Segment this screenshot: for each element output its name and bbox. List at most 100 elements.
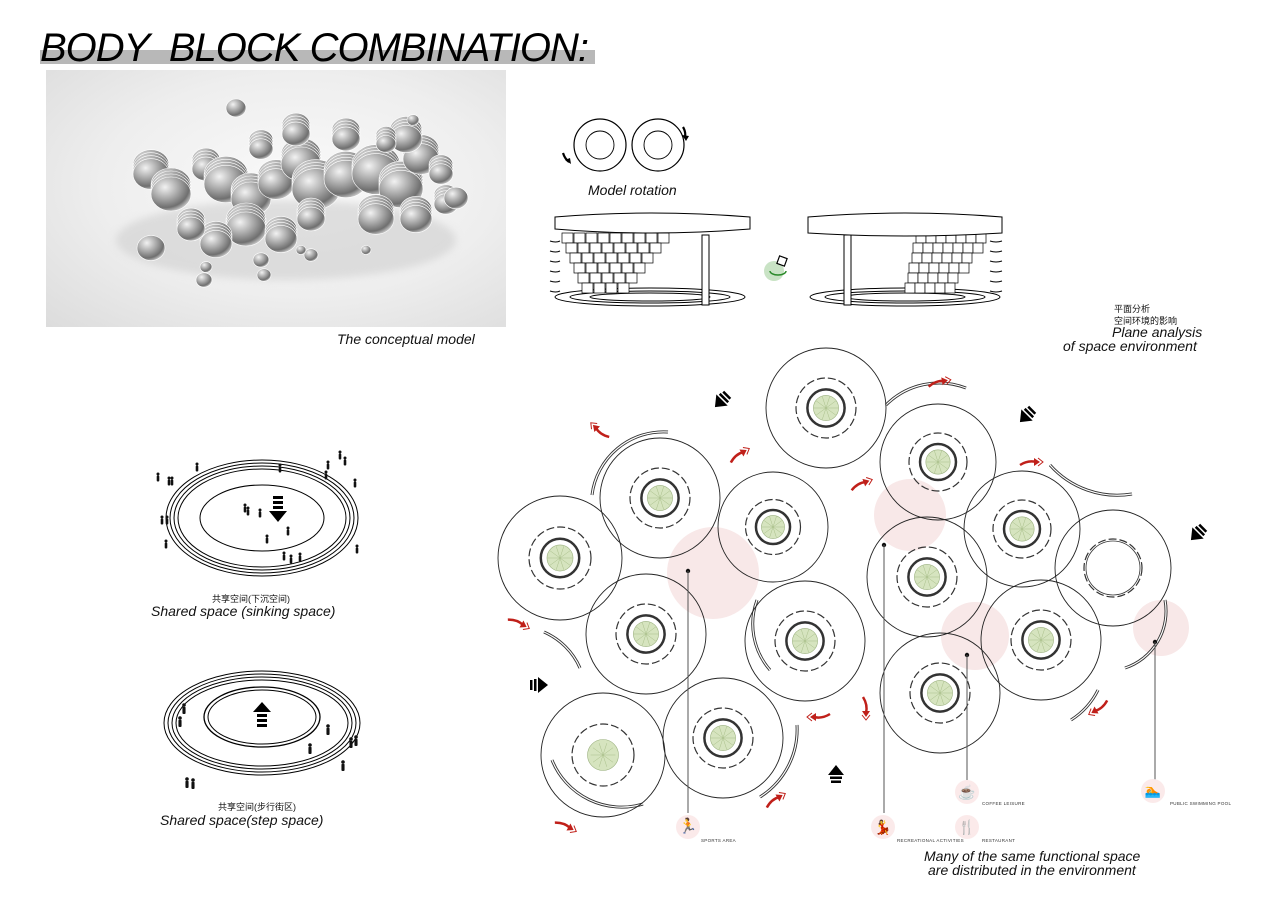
conceptual-model-caption: The conceptual model [337, 331, 475, 347]
metal-disc [296, 206, 326, 232]
rotate-3d-icon[interactable] [764, 255, 788, 281]
metal-disc [295, 245, 307, 255]
metal-disc [281, 121, 311, 147]
pod-outer-ring [963, 470, 1081, 588]
pod [879, 632, 1001, 754]
metal-disc [428, 163, 454, 185]
pod-outer-ring [599, 437, 721, 559]
entrance-arrow-icon [1190, 523, 1208, 541]
pod-inner-ring [992, 499, 1052, 559]
pod-inner-ring [795, 377, 857, 439]
entrance-arrow-icon [1019, 405, 1037, 423]
section-drawings [549, 212, 1003, 307]
stack-block [633, 262, 646, 274]
person-figure [286, 529, 290, 536]
person-figure [343, 459, 347, 466]
stack-block [972, 242, 984, 254]
pod [599, 437, 721, 559]
pod [1054, 509, 1172, 627]
person-figure [182, 706, 186, 714]
section-right [807, 212, 1003, 307]
red-circulation-arrow [729, 447, 750, 464]
metal-disc [176, 216, 206, 242]
metal-disc [357, 203, 395, 235]
step-space-caption: Shared space(step space) [160, 812, 324, 828]
metal-disc [195, 272, 213, 288]
stack-block [958, 262, 970, 274]
person-figure [338, 453, 342, 460]
red-circulation-arrow [554, 821, 577, 833]
pod-inner-ring [615, 603, 677, 665]
metal-disc [248, 138, 274, 160]
person-figure [246, 509, 250, 516]
stack-block [944, 282, 956, 294]
step-space-cn: 共享空间(步行街区) [218, 802, 296, 812]
ring-clockwise [631, 118, 689, 172]
person-figure [160, 518, 164, 525]
person-figure [195, 465, 199, 472]
pod-inner-ring [896, 546, 958, 608]
metallic-blob-cluster [116, 98, 469, 288]
pod-inner-ring [571, 723, 635, 787]
pod-core-ring [703, 718, 743, 758]
function-zone [941, 602, 1009, 670]
pod-inner-ring [692, 707, 754, 769]
pod-outer-ring [1054, 509, 1172, 627]
stack-block [593, 282, 606, 294]
red-circulation-arrow [590, 422, 610, 439]
rotation-rings [561, 118, 689, 172]
stack-block [581, 282, 594, 294]
metal-disc [150, 176, 192, 212]
person-figure [258, 511, 262, 518]
entrance-arrows [530, 390, 1208, 783]
metal-disc [443, 186, 469, 210]
up-arrow-icon [253, 702, 271, 727]
pod [879, 403, 997, 521]
path-arc [884, 381, 967, 407]
sinking-space-diagram [156, 450, 359, 577]
metal-disc [256, 268, 272, 282]
sports-runner-icon: 🏃 [676, 815, 700, 839]
people-figures [156, 450, 359, 564]
pod-inner-ring [1010, 609, 1072, 671]
person-figure [191, 781, 195, 789]
people-figures [178, 703, 358, 789]
fork-knife-icon: 🍴 [955, 815, 979, 839]
person-figure [341, 763, 345, 771]
swimming-pool-icon: 🏊 [1141, 779, 1165, 803]
red-circulation-arrow [927, 376, 952, 388]
plane-analysis-en-1: Plane analysis [1112, 324, 1203, 340]
metal-disc [303, 248, 319, 262]
legend-label: RECREATIONAL ACTIVITIES [897, 838, 964, 843]
metal-disc [199, 230, 233, 258]
pod-inner-ring [774, 610, 836, 672]
down-arrow-icon [269, 496, 287, 522]
pod-inner-ring [629, 467, 691, 529]
pod-core-ring [918, 442, 958, 482]
pod-core-ring [806, 388, 846, 428]
person-figure [178, 719, 182, 727]
metal-disc [252, 252, 270, 268]
pod-core-ring [1002, 509, 1042, 549]
plane-analysis-en-2: of space environment [1063, 338, 1197, 354]
sinking-space-cn: 共享空间(下沉空间) [212, 594, 290, 604]
pod-core-ring [640, 478, 680, 518]
section-left [549, 212, 751, 307]
path-arcs [543, 381, 1168, 809]
pod [540, 692, 666, 818]
red-circulation-arrow [850, 477, 873, 492]
function-zone [874, 479, 946, 551]
entrance-arrow-icon [530, 677, 548, 693]
plan-caption-2: are distributed in the environment [928, 862, 1136, 878]
person-figure [185, 780, 189, 788]
pod [980, 579, 1102, 701]
legend-label: SPORTS AREA [701, 838, 736, 843]
metal-disc [375, 135, 397, 153]
pod-inner-ring [528, 526, 592, 590]
metal-disc [360, 245, 372, 255]
pod-outer-ring [980, 579, 1102, 701]
metal-disc [399, 205, 433, 233]
path-arc [751, 599, 772, 671]
pod-core-ring [907, 557, 947, 597]
